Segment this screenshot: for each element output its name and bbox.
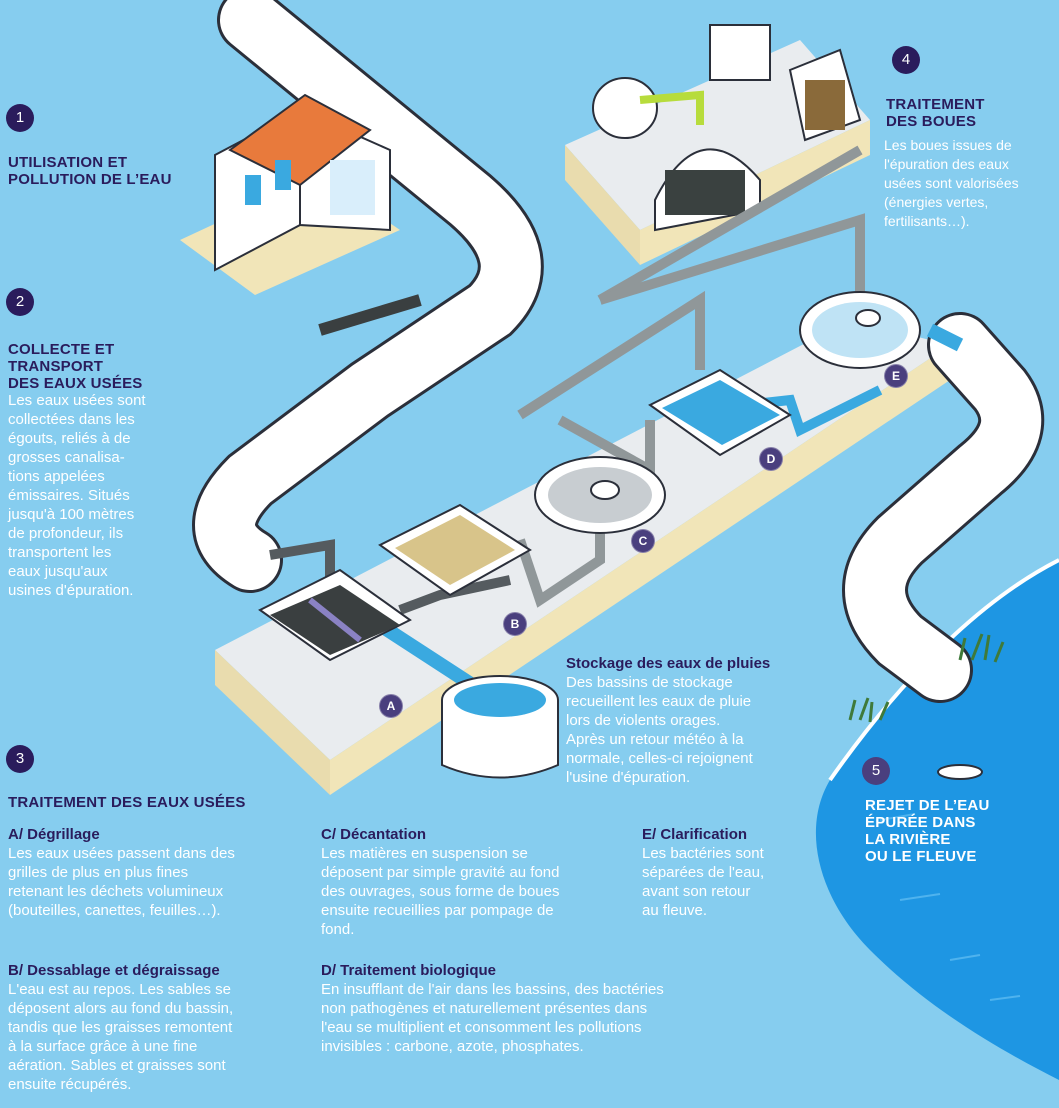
main-pipe: [192, 0, 1045, 703]
step-2-line: émissaires. Situés: [8, 487, 130, 504]
step-3c-line: déposent par simple gravité au fond: [321, 864, 560, 881]
basin-e: [799, 291, 921, 369]
step-3e-title: E/ Clarification: [642, 826, 748, 843]
step-2-title: COLLECTE ET TRANSPORT DES EAUX USÉES: [8, 341, 143, 392]
step-3a-line: (bouteilles, canettes, feuilles…).: [8, 902, 221, 919]
step-2-line: usines d'épuration.: [8, 582, 134, 599]
step-2-line: eaux jusqu'aux: [8, 563, 108, 580]
step-2-line: transportent les: [8, 544, 112, 561]
step-3a-block: A/ Dégrillage Les eaux usées passent dan…: [8, 826, 308, 920]
step-5-badge: 5: [862, 757, 890, 785]
step-1-title: UTILISATION ET POLLUTION DE L’EAU: [8, 154, 172, 188]
step-4-line: l'épuration des eaux: [884, 156, 1009, 172]
step-3b-line: L'eau est au repos. Les sables se: [8, 981, 232, 998]
step-3d-block: D/ Traitement biologique En insufflant d…: [321, 962, 751, 1056]
step-3-badge: 3: [6, 745, 34, 773]
storage-line: Après un retour météo à la: [566, 731, 744, 748]
step-2-title-line: TRANSPORT: [8, 358, 104, 375]
step-4-badge: 4: [892, 46, 920, 74]
step-5-title-line: REJET DE L’EAU: [865, 797, 990, 814]
step-3d-line: En insufflant de l'air dans les bassins,…: [321, 981, 664, 998]
step-3d-line: non pathogènes et naturellement présente…: [321, 1000, 648, 1017]
step-3e-block: E/ Clarification Les bactéries sont sépa…: [642, 826, 812, 920]
step-2-line: Les eaux usées sont: [8, 392, 146, 409]
step-3a-line: grilles de plus en plus fines: [8, 864, 189, 881]
basin-c: [534, 456, 666, 534]
step-3b-block: B/ Dessablage et dégraissage L'eau est a…: [8, 962, 308, 1094]
step-4-title-line: DES BOUES: [886, 113, 977, 130]
step-3d-line: invisibles : carbone, azote, phosphates.: [321, 1038, 584, 1055]
step-3d-line: l'eau se multiplient et consomment les p…: [321, 1019, 642, 1036]
step-3b-title: B/ Dessablage et dégraissage: [8, 962, 220, 979]
basin-label-c: C: [631, 529, 655, 553]
step-2-title-line: DES EAUX USÉES: [8, 375, 143, 392]
step-4-line: (énergies vertes,: [884, 194, 989, 210]
step-2-line: collectées dans les: [8, 411, 135, 428]
step-3a-line: retenant les déchets volumineux: [8, 883, 224, 900]
step-4-title-line: TRAITEMENT: [886, 96, 985, 113]
reeds: [848, 633, 1005, 723]
step-2-text: Les eaux usées sont collectées dans les …: [8, 391, 198, 600]
step-4-line: Les boues issues de: [884, 137, 1012, 153]
step-4-title: TRAITEMENT DES BOUES: [886, 96, 985, 130]
step-3e-line: Les bactéries sont: [642, 845, 764, 862]
step-3d-title: D/ Traitement biologique: [321, 962, 497, 979]
basin-label-d: D: [759, 447, 783, 471]
step-3c-line: Les matières en suspension se: [321, 845, 528, 862]
step-3b-line: à la surface grâce à une fine: [8, 1038, 198, 1055]
fish: [937, 764, 983, 780]
storage-line: normale, celles-ci rejoignent: [566, 750, 753, 767]
storage-block: Stockage des eaux de pluies Des bassins …: [566, 655, 846, 787]
river: [815, 560, 1059, 1080]
basin-label-b: B: [503, 612, 527, 636]
step-3c-block: C/ Décantation Les matières en suspensio…: [321, 826, 621, 939]
step-1-title-line: POLLUTION DE L’EAU: [8, 171, 172, 188]
step-3e-line: au fleuve.: [642, 902, 708, 919]
step-5-title: REJET DE L’EAU ÉPURÉE DANS LA RIVIÈRE OU…: [865, 797, 990, 865]
basin-label-a: A: [379, 694, 403, 718]
step-3e-line: séparées de l'eau,: [642, 864, 765, 881]
step-5-title-line: ÉPURÉE DANS: [865, 814, 976, 831]
storage-line: lors de violents orages.: [566, 712, 721, 729]
storage-line: recueillent les eaux de pluie: [566, 693, 752, 710]
step-3c-title: C/ Décantation: [321, 826, 427, 843]
step-3b-line: ensuite récupérés.: [8, 1076, 132, 1093]
basin-d: [648, 368, 792, 457]
step-1-title-line: UTILISATION ET: [8, 154, 128, 171]
step-4-text: Les boues issues de l'épuration des eaux…: [884, 136, 1059, 231]
step-3c-line: ensuite recueillies par pompage de: [321, 902, 554, 919]
house: [180, 93, 400, 295]
step-2-line: jusqu'à 100 mètres: [8, 506, 135, 523]
basin-a: [258, 568, 412, 662]
step-3a-line: Les eaux usées passent dans des: [8, 845, 235, 862]
sludge-platform: [565, 24, 870, 265]
storage-line: Des bassins de stockage: [566, 674, 733, 691]
step-4-line: fertilisants…).: [884, 213, 970, 229]
step-2-line: grosses canalisa-: [8, 449, 125, 466]
step-3b-line: déposent alors au fond du bassin,: [8, 1000, 234, 1017]
step-3c-line: des ouvrages, sous forme de boues: [321, 883, 560, 900]
step-1-badge: 1: [6, 104, 34, 132]
storage-tank: [441, 675, 559, 779]
storage-title: Stockage des eaux de pluies: [566, 655, 771, 672]
step-3e-line: avant son retour: [642, 883, 751, 900]
step-2-title-line: COLLECTE ET: [8, 341, 115, 358]
step-2-line: tions appelées: [8, 468, 105, 485]
step-4-line: usées sont valorisées: [884, 175, 1019, 191]
storage-line: l'usine d'épuration.: [566, 769, 691, 786]
step-2-line: de profondeur, ils: [8, 525, 124, 542]
step-3c-line: fond.: [321, 921, 355, 938]
step-2-line: égouts, reliés à de: [8, 430, 131, 447]
step-2-badge: 2: [6, 288, 34, 316]
step-3b-line: aération. Sables et graisses sont: [8, 1057, 226, 1074]
step-3-title: TRAITEMENT DES EAUX USÉES: [8, 794, 246, 811]
step-5-title-line: LA RIVIÈRE: [865, 831, 951, 848]
step-3b-line: tandis que les graisses remontent: [8, 1019, 233, 1036]
basin-b: [378, 503, 532, 597]
basin-label-e: E: [884, 364, 908, 388]
step-5-title-line: OU LE FLEUVE: [865, 848, 977, 865]
step-3a-title: A/ Dégrillage: [8, 826, 100, 843]
